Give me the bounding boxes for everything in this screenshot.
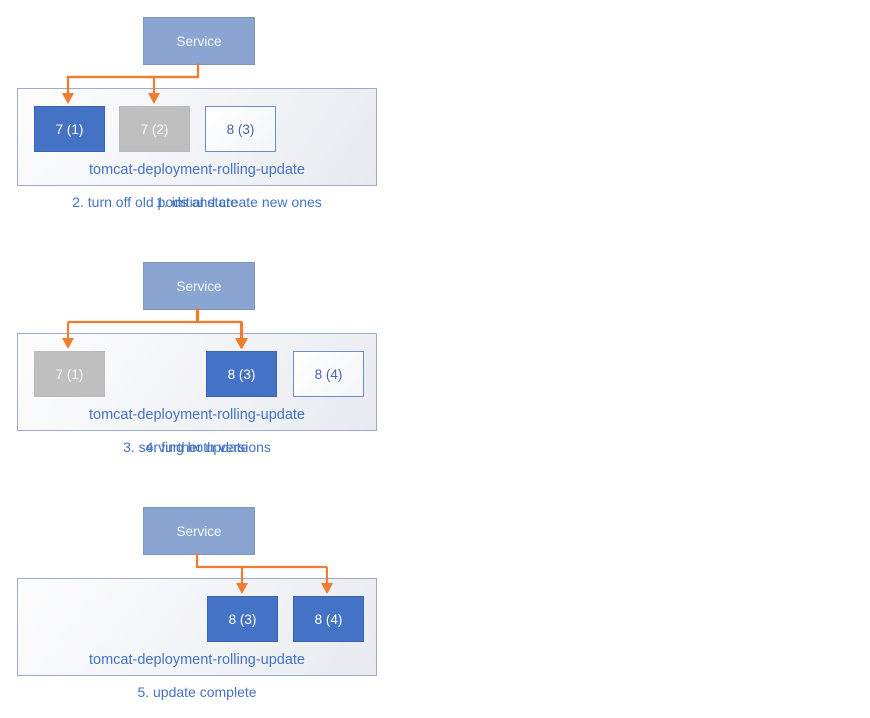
panel-further-update: Service 7 (1) 8 (3) 8 (4) tomcat-deploym…	[0, 245, 420, 490]
pod-label: 7 (1)	[55, 366, 84, 382]
pod-label: 8 (3)	[228, 611, 257, 627]
pod-label: 8 (3)	[226, 121, 255, 137]
pod-label: 7 (1)	[55, 121, 84, 137]
panel-caption: 5. update complete	[137, 684, 257, 700]
deployment-box: 8 (3) 8 (4) tomcat-deployment-rolling-up…	[17, 578, 377, 676]
service-box: Service	[143, 262, 255, 310]
deployment-box: 7 (1) 7 (2) 8 (3) tomcat-deployment-roll…	[17, 88, 377, 186]
service-box: Service	[143, 17, 255, 65]
deployment-box: 7 (1) 8 (3) 8 (4) tomcat-deployment-roll…	[17, 333, 377, 431]
panel-caption: 2. turn off old pods and create new ones	[72, 194, 322, 210]
pod-8-3: 8 (3)	[206, 351, 277, 397]
pod-7-2: 7 (2)	[119, 106, 190, 152]
panel-turn-off-old-pods: Service 7 (1) 7 (2) 8 (3) tomcat-deploym…	[0, 0, 420, 245]
pod-8-4: 8 (4)	[293, 596, 364, 642]
deployment-label: tomcat-deployment-rolling-update	[89, 162, 305, 178]
pod-label: 7 (2)	[140, 121, 169, 137]
pod-7-1: 7 (1)	[34, 106, 105, 152]
pod-8-3: 8 (3)	[205, 106, 276, 152]
service-label: Service	[176, 33, 222, 49]
pod-8-3: 8 (3)	[207, 596, 278, 642]
pod-label: 8 (4)	[314, 611, 343, 627]
deployment-label: tomcat-deployment-rolling-update	[89, 407, 305, 423]
service-label: Service	[176, 523, 222, 539]
pod-label: 8 (4)	[314, 366, 343, 382]
pod-7-1: 7 (1)	[34, 351, 105, 397]
panel-caption: 4. further update	[145, 439, 249, 455]
service-label: Service	[176, 278, 222, 294]
pod-8-4: 8 (4)	[293, 351, 364, 397]
pod-label: 8 (3)	[227, 366, 256, 382]
panel-update-complete: Service 8 (3) 8 (4) tomcat-deployment-ro…	[0, 490, 420, 718]
panel-caption: 1. initial state	[156, 194, 238, 210]
panel-caption: 3. serving both versions	[123, 439, 271, 455]
service-box: Service	[143, 507, 255, 555]
deployment-label: tomcat-deployment-rolling-update	[89, 652, 305, 668]
